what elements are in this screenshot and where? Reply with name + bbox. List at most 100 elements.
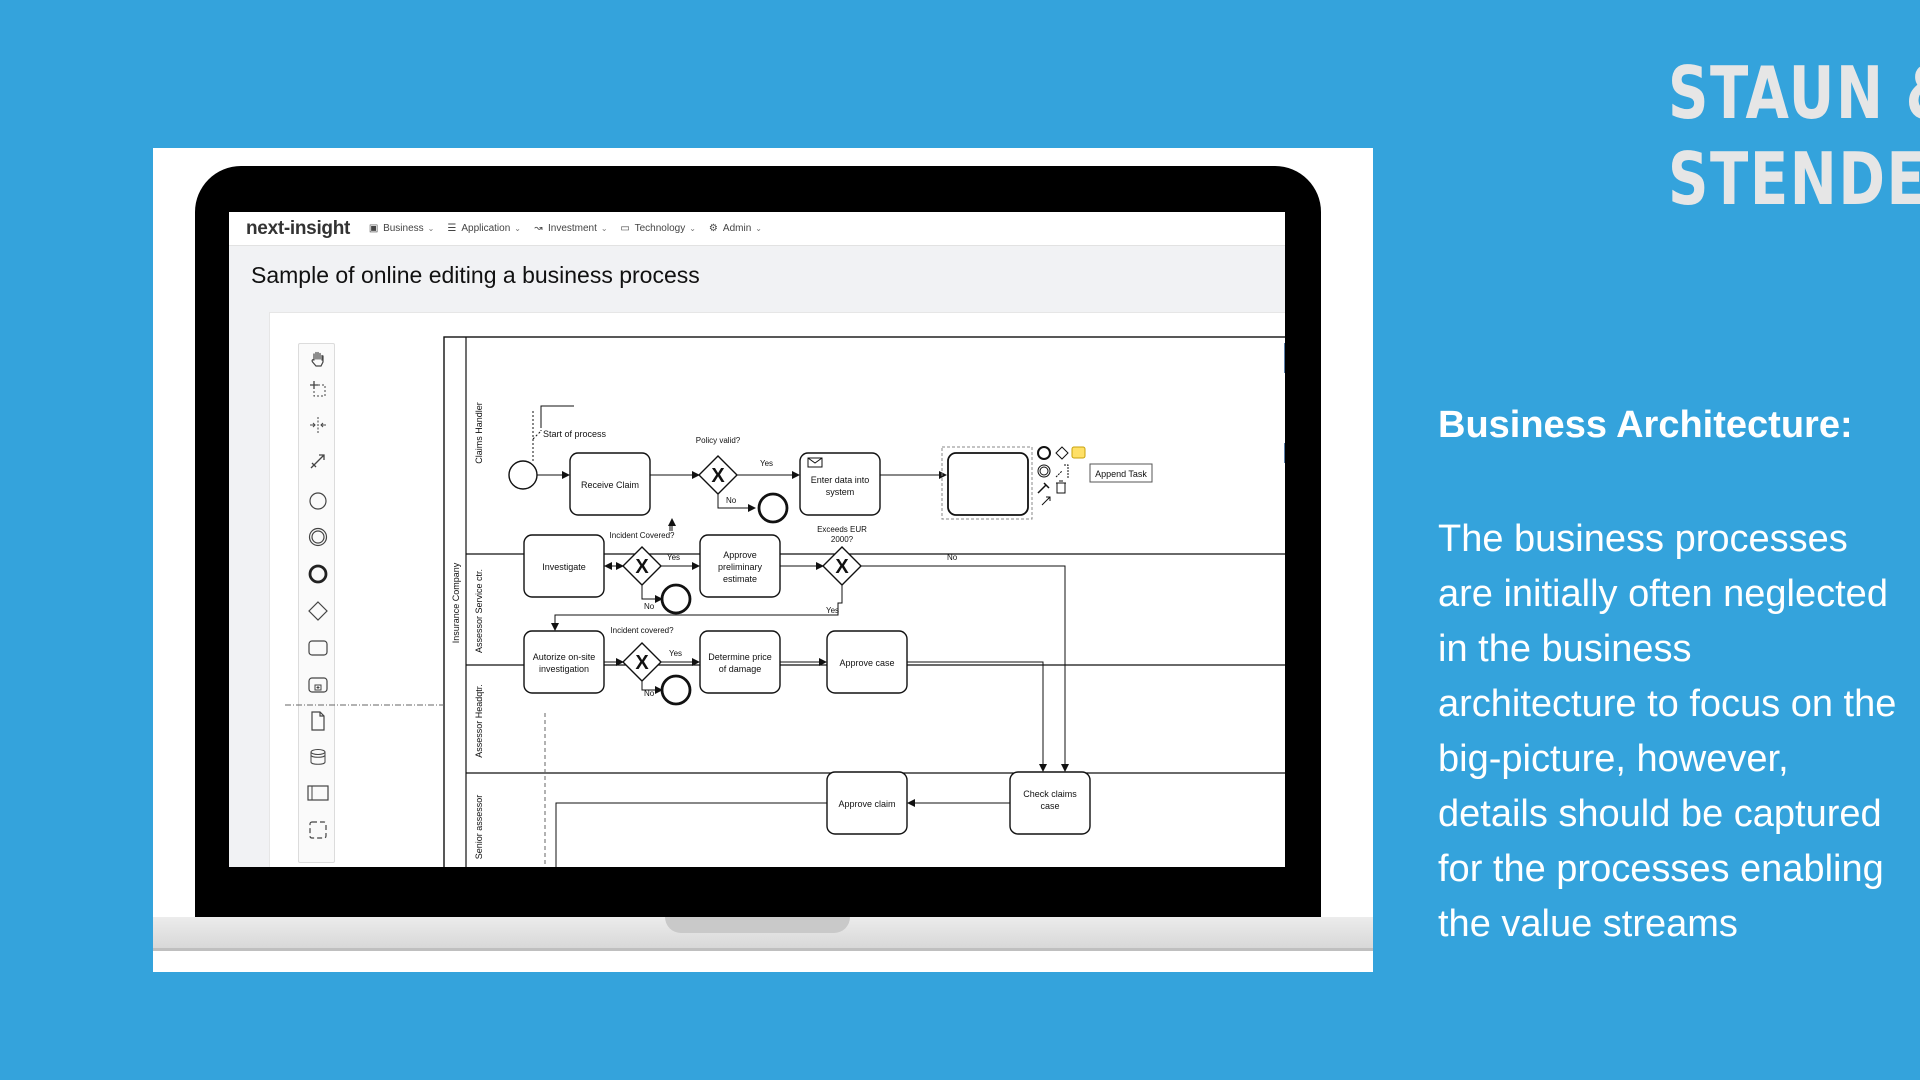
nav-technology[interactable]: ▭ Technology ⌄ xyxy=(620,223,696,234)
app-logo[interactable]: next-insight xyxy=(246,217,351,239)
page-title: Sample of online editing a business proc… xyxy=(251,262,700,288)
nav-business-label: Business xyxy=(383,223,424,234)
svg-text:Approve claim: Approve claim xyxy=(838,799,895,809)
svg-text:Approve: Approve xyxy=(723,550,757,560)
lasso-tool-icon[interactable] xyxy=(299,374,336,404)
selected-new-task[interactable] xyxy=(941,446,1033,520)
task-approve-claim[interactable]: Approve claim xyxy=(826,771,908,835)
append-task-tooltip xyxy=(1089,463,1153,483)
svg-text:No: No xyxy=(726,496,737,505)
gateway-incident-covered-2[interactable]: X Incident covered? xyxy=(610,626,674,682)
svg-text:Determine price: Determine price xyxy=(708,652,772,662)
start-event[interactable] xyxy=(508,460,538,490)
gateway-policy-valid[interactable]: X Policy valid? xyxy=(696,436,741,495)
start-event-icon[interactable] xyxy=(299,486,336,516)
end-event-icon[interactable] xyxy=(299,559,336,589)
svg-text:Policy valid?: Policy valid? xyxy=(696,436,741,445)
task-approve-case[interactable]: Approve case xyxy=(826,630,908,694)
svg-text:No: No xyxy=(644,689,655,698)
nav-business[interactable]: ▣ Business ⌄ xyxy=(368,223,435,234)
bpmn-canvas[interactable]: Insurance Company Claims Handler Assesso… xyxy=(269,312,1285,867)
svg-text:system: system xyxy=(826,487,855,497)
brand-line-1: STAUN & xyxy=(1668,51,1920,135)
nav-technology-label: Technology xyxy=(634,223,686,234)
gateway-icon[interactable] xyxy=(299,596,336,626)
connect-icon[interactable] xyxy=(1041,496,1051,506)
svg-text:X: X xyxy=(635,556,649,578)
tool-palette xyxy=(298,343,335,863)
monitor-icon: ▭ xyxy=(620,223,630,234)
data-store-icon[interactable] xyxy=(299,742,336,772)
svg-text:Yes: Yes xyxy=(760,459,773,468)
task-receive-claim[interactable]: Receive Claim xyxy=(569,452,651,516)
chevron-down-icon: ⌄ xyxy=(755,224,762,233)
gateway-exceeds-eur[interactable]: X Exceeds EUR 2000? xyxy=(817,525,867,586)
chart-icon: ↝ xyxy=(534,223,543,234)
intermediate-event-icon[interactable] xyxy=(299,522,336,552)
svg-text:Yes: Yes xyxy=(826,606,839,615)
end-event-incident-1[interactable] xyxy=(660,583,692,615)
list-icon: ☰ xyxy=(447,223,457,234)
data-object-icon[interactable] xyxy=(299,706,336,736)
chevron-down-icon: ⌄ xyxy=(600,224,608,233)
task-icon[interactable] xyxy=(299,633,336,663)
nav-investment[interactable]: ↝ Investment ⌄ xyxy=(533,223,608,234)
svg-text:Exceeds EUR: Exceeds EUR xyxy=(817,525,867,534)
nav-investment-label: Investment xyxy=(547,223,597,234)
pool[interactable]: Insurance Company xyxy=(443,336,1285,867)
svg-text:Investigate: Investigate xyxy=(542,562,586,572)
lane-senior-assessor: Senior assessor xyxy=(474,795,484,860)
gateway-incident-covered-1[interactable]: X Incident Covered? xyxy=(610,531,675,586)
svg-text:Incident covered?: Incident covered? xyxy=(610,626,674,635)
svg-text:No: No xyxy=(947,553,958,562)
end-event-incident-2[interactable] xyxy=(660,674,692,706)
brand-logo: STAUN & STENDER xyxy=(1668,50,1920,222)
svg-text:Receive Claim: Receive Claim xyxy=(581,480,639,490)
append-intermediate-icon[interactable] xyxy=(1037,464,1051,478)
bpmn-diagram[interactable]: Insurance Company Claims Handler Assesso… xyxy=(270,313,1285,867)
task-determine-price[interactable]: Determine price of damage xyxy=(699,630,781,694)
task-autorize-investigation[interactable]: Autorize on-site investigation xyxy=(523,630,605,694)
subprocess-icon[interactable] xyxy=(299,670,336,700)
laptop-screen: next-insight ▣ Business ⌄ ☰ Application … xyxy=(229,212,1285,867)
svg-text:X: X xyxy=(711,465,725,487)
svg-text:Yes: Yes xyxy=(667,553,680,562)
task-check-claims[interactable]: Check claims case xyxy=(1009,771,1091,835)
text-annotation-icon[interactable] xyxy=(1055,464,1069,478)
svg-text:investigation: investigation xyxy=(539,664,589,674)
svg-text:preliminary: preliminary xyxy=(718,562,763,572)
text-annotation[interactable]: Start of process xyxy=(532,405,607,463)
trash-icon[interactable] xyxy=(1056,482,1066,494)
briefcase-icon: ▣ xyxy=(368,223,379,234)
space-tool-icon[interactable] xyxy=(299,410,336,440)
chevron-down-icon: ⌄ xyxy=(514,224,521,233)
task-investigate[interactable]: Investigate xyxy=(523,534,605,598)
end-event-policy[interactable] xyxy=(757,492,789,524)
side-body: The business processes are initially oft… xyxy=(1438,518,1897,945)
lane-assessor-service: Assessor Service ctr. xyxy=(474,569,484,653)
svg-text:X: X xyxy=(635,652,649,674)
nav-admin[interactable]: ⚙ Admin ⌄ xyxy=(708,223,762,234)
svg-text:case: case xyxy=(1040,801,1059,811)
pool-icon[interactable] xyxy=(299,778,336,808)
task-approve-estimate[interactable]: Approve preliminary estimate xyxy=(699,534,781,598)
lane-assessor-headqtr: Assessor Headqtr. xyxy=(474,684,484,758)
append-end-event-icon[interactable] xyxy=(1037,446,1051,460)
svg-text:No: No xyxy=(644,602,655,611)
laptop-notch xyxy=(665,917,850,933)
svg-text:Approve case: Approve case xyxy=(839,658,894,668)
nav-application-label: Application xyxy=(461,223,511,234)
hand-tool-icon[interactable] xyxy=(299,344,336,374)
group-icon[interactable] xyxy=(299,815,336,845)
svg-text:Autorize on-site: Autorize on-site xyxy=(533,652,596,662)
nav-application[interactable]: ☰ Application ⌄ xyxy=(446,223,521,234)
svg-text:Check claims: Check claims xyxy=(1023,789,1077,799)
task-enter-data[interactable]: Enter data into system xyxy=(799,452,881,516)
connect-tool-icon[interactable] xyxy=(299,446,336,476)
nav-admin-label: Admin xyxy=(722,223,752,234)
append-gateway-icon[interactable] xyxy=(1055,446,1069,460)
annotation-text: Start of process xyxy=(543,429,607,439)
append-task-icon[interactable] xyxy=(1071,446,1086,459)
wrench-icon[interactable] xyxy=(1037,482,1050,494)
svg-text:of damage: of damage xyxy=(719,664,762,674)
